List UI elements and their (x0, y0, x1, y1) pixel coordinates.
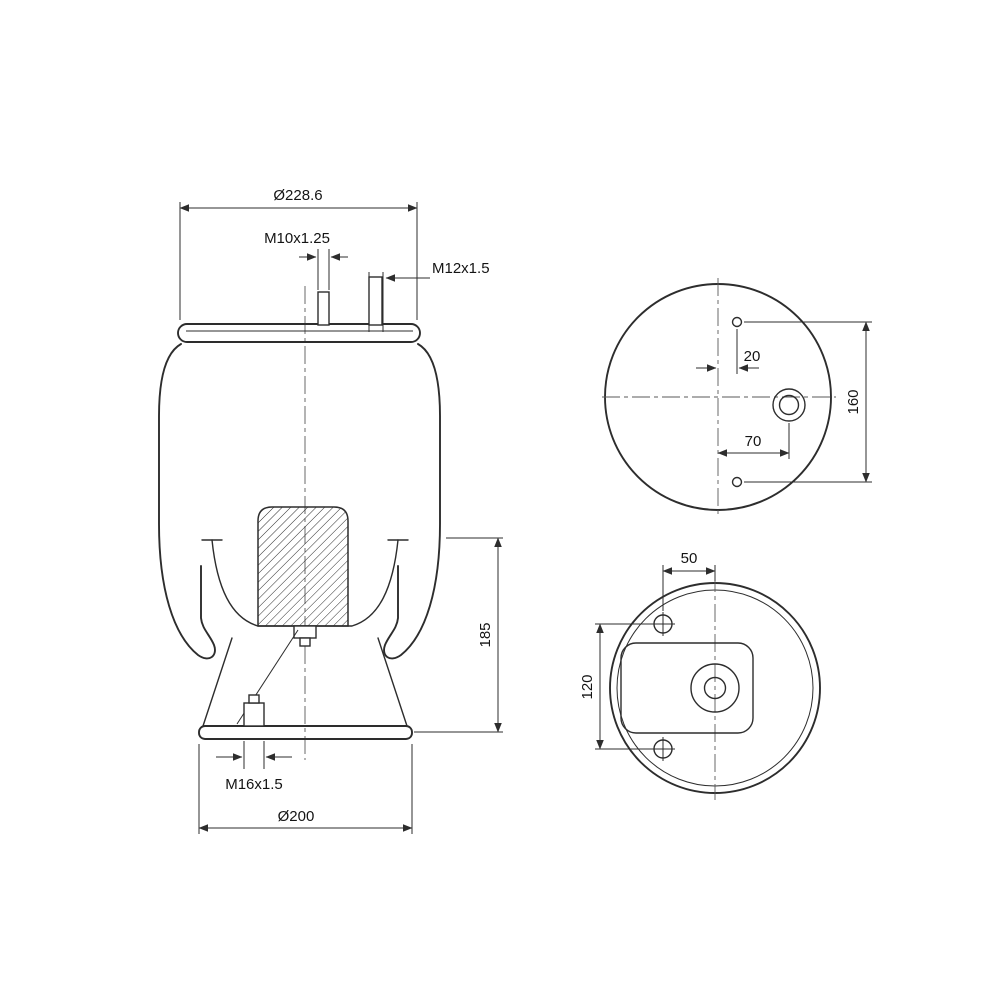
bottom-view-center-hole (703, 676, 727, 700)
top-view: 20 70 160 (602, 278, 872, 516)
dim-top-view-port-offset: 70 (745, 433, 762, 450)
bellows-right-outline (383, 343, 441, 660)
dim-bottom-view-hole-offset: 50 (681, 550, 698, 567)
rubber-bumper-hatched (257, 506, 349, 627)
bumper-nut (293, 625, 317, 639)
dim-height: 185 (477, 622, 494, 647)
top-bead-plate (177, 323, 421, 343)
base-plate (198, 725, 413, 740)
dim-thread-top-center: M10x1.25 (264, 230, 330, 247)
side-view (158, 276, 441, 760)
top-view-air-port-inner (778, 394, 800, 416)
bellows-left-outline (158, 343, 216, 660)
bottom-stud-m16 (243, 702, 265, 727)
top-view-hole-lower (731, 476, 743, 488)
bottom-view-plate-outline (620, 642, 754, 734)
bottom-view-center-boss (690, 663, 740, 713)
dim-bottom-view-hole-spacing: 120 (579, 674, 596, 699)
top-view-air-port-outer (772, 388, 806, 422)
dim-top-view-hole-offset: 20 (744, 348, 761, 365)
top-stud-m10 (317, 291, 330, 326)
piston-skirt-left (202, 637, 233, 727)
top-view-hole-upper (731, 316, 743, 328)
dim-thread-top-side: M12x1.5 (432, 260, 490, 277)
top-stud-m12 (368, 276, 383, 326)
dim-thread-bottom: M16x1.5 (225, 776, 283, 793)
bottom-view: 50 120 (579, 550, 821, 800)
piston-skirt-right (377, 637, 408, 727)
dim-top-view-hole-spacing: 160 (845, 389, 862, 414)
side-view-dimensions: Ø228.6 M10x1.25 M12x1.5 185 M16x1.5 Ø200 (179, 187, 503, 834)
dim-dia-top: Ø228.6 (273, 187, 322, 204)
dim-dia-bottom: Ø200 (278, 808, 315, 825)
